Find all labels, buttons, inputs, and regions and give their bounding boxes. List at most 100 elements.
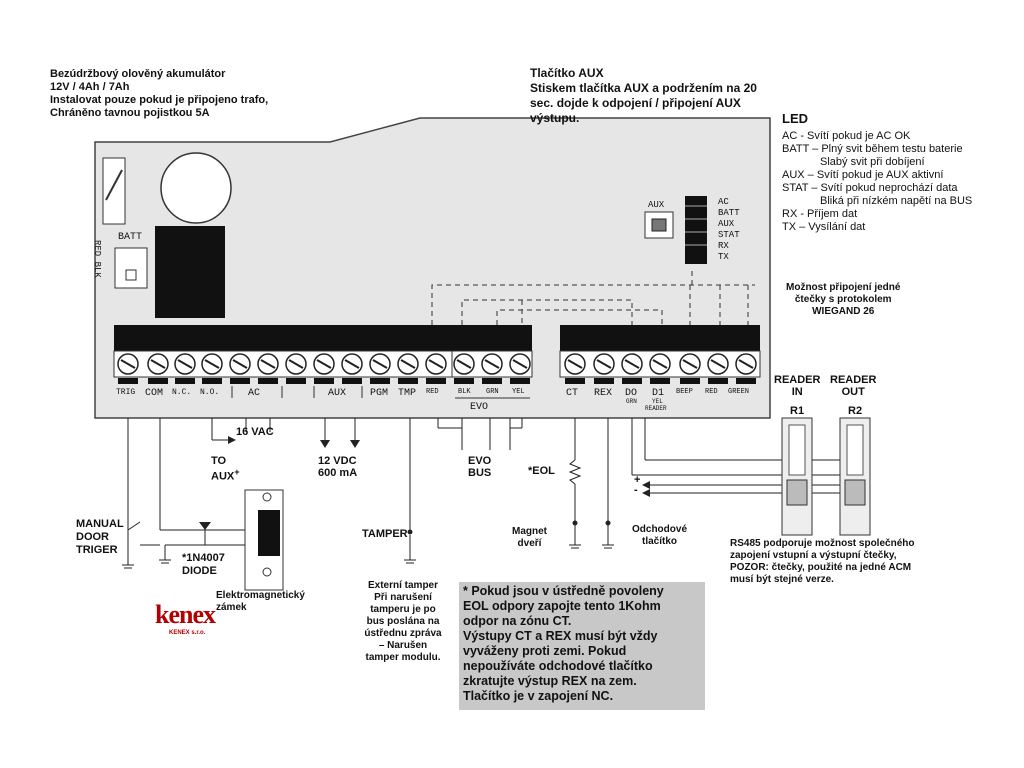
d1-sub: YEL (652, 398, 663, 405)
batt-label: BATT (118, 232, 143, 243)
led-label: RX (718, 241, 729, 251)
capacitor (160, 152, 232, 224)
led-label: BATT (718, 208, 740, 218)
battery-connector (114, 247, 148, 289)
terminal-label: RED (705, 388, 718, 396)
terminal-tab (482, 378, 502, 384)
terminal-label: GRN (486, 388, 499, 396)
terminal-label: CT (566, 388, 579, 399)
terminal-tab (594, 378, 614, 384)
terminal-tab (426, 378, 446, 384)
fuse (102, 157, 126, 225)
led-label: STAT (718, 230, 740, 240)
led-label: TX (718, 252, 729, 262)
reader-sub: READER (645, 405, 667, 412)
terminal-block-evo-top (452, 325, 532, 351)
terminal-label: YEL (512, 388, 525, 396)
rs485-note: RS485 podporuje možnost společného zapoj… (730, 538, 915, 585)
vac-label: 16 VAC (236, 426, 274, 438)
bottom-note: * Pokud jsou v ústředně povoleny EOL odp… (459, 582, 705, 710)
terminal-block-left-top (114, 325, 452, 351)
terminal-label: BEEP (676, 388, 693, 396)
evo-label: EVO (470, 402, 489, 413)
terminal-label: N.C. (172, 388, 192, 397)
led-legend-row: STAT – Svítí pokud neprochází data (782, 182, 958, 194)
tamper-label: TAMPER (362, 528, 408, 540)
terminal-label: D1 (652, 388, 665, 399)
minus-label: - (634, 484, 638, 496)
terminal-label: GREEN (728, 388, 750, 396)
eol-label: *EOL (528, 465, 555, 477)
terminal-label: AC (248, 388, 261, 399)
led-legend-row: AUX – Svítí pokud je AUX aktivní (782, 169, 944, 181)
d0-sub: GRN (626, 398, 637, 405)
reader-out (839, 417, 871, 536)
terminal-tab (314, 378, 334, 384)
terminal-tab (622, 378, 642, 384)
terminal-tab (286, 378, 306, 384)
maglock-label: Elektromagnetický zámek (216, 590, 305, 613)
led-legend-row: BATT – Plný svit během testu baterie (782, 143, 963, 155)
terminal-tab (680, 378, 700, 384)
terminal-tab (708, 378, 728, 384)
terminal-label: TMP (398, 388, 417, 399)
aux-button-note: Tlačítko AUX Stiskem tlačítka AUX a podr… (530, 66, 757, 125)
terminal-tab (202, 378, 222, 384)
led-strip (685, 196, 707, 264)
r1-label: R1 (790, 405, 805, 417)
terminal-tab (148, 378, 168, 384)
terminal-tab (565, 378, 585, 384)
wiegand-dashes (431, 284, 755, 325)
led-legend-row: RX - Příjem dat (782, 208, 858, 220)
batt-wires-label: RED BLK (92, 240, 102, 278)
relay-block (155, 226, 225, 318)
plus-label: + (634, 474, 641, 486)
terminal-tab (175, 378, 195, 384)
terminal-screws (117, 353, 757, 375)
terminal-tab (342, 378, 362, 384)
terminal-tab (398, 378, 418, 384)
terminal-label: AUX (328, 388, 347, 399)
terminal-label: DO (625, 388, 638, 399)
terminal-tab (736, 378, 756, 384)
terminal-tab (650, 378, 670, 384)
terminal-tab (510, 378, 530, 384)
reader-in (781, 417, 813, 536)
led-legend-row: TX – Vysílání dat (782, 221, 866, 233)
led-legend-row: AC - Svítí pokud je AC OK (782, 130, 911, 142)
wiegand-note: Možnost připojení jedné čtečky s protoko… (786, 282, 901, 317)
diode-symbol (199, 522, 211, 530)
battery-note: Bezúdržbový olověný akumulátor 12V / 4Ah… (50, 68, 269, 119)
terminal-label: BLK (458, 388, 471, 396)
terminal-label: N.O. (200, 388, 220, 397)
led-legend-row: Slabý svit při dobíjení (820, 156, 925, 168)
aux-button-label: AUX (648, 200, 665, 210)
terminal-tab (454, 378, 474, 384)
led-legend-title: LED (782, 111, 808, 126)
terminal-tab (118, 378, 138, 384)
led-label: AC (718, 197, 729, 207)
terminal-label: PGM (370, 388, 389, 399)
terminal-tab (370, 378, 390, 384)
terminal-tab (258, 378, 278, 384)
terminal-label: TRIG (116, 388, 136, 397)
tamper-note: Externí tamper Při narušení tamperu je p… (364, 580, 442, 663)
terminal-label: COM (145, 388, 164, 399)
led-label: AUX (718, 219, 735, 229)
terminal-label: REX (594, 388, 613, 399)
terminal-label: RED (426, 388, 439, 396)
terminal-tab (230, 378, 250, 384)
led-legend-row: Bliká při nízkém napětí na BUS (820, 195, 973, 207)
r2-label: R2 (848, 405, 863, 417)
